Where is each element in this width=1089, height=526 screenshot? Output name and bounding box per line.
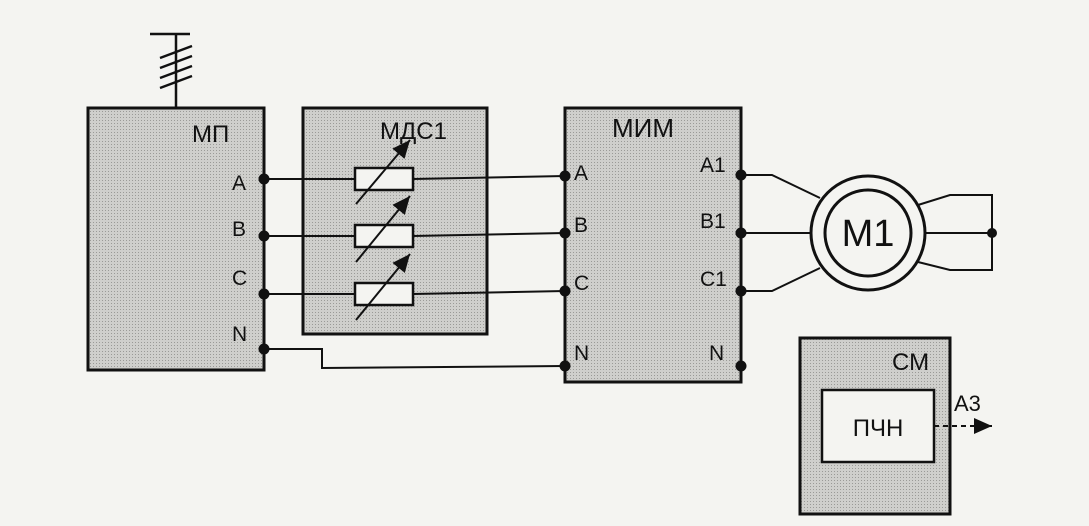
mim-pin-out-a1: A1 xyxy=(700,154,726,177)
block-cm: СМ ПЧН А3 xyxy=(798,336,992,516)
mp-pin-n: N xyxy=(232,323,247,346)
mim-pin-in-c: C xyxy=(574,272,589,295)
block-mp-title: МП xyxy=(192,121,229,148)
mim-pin-in-b: B xyxy=(574,214,588,237)
mim-pin-out-n: N xyxy=(709,342,724,365)
mim-pin-out-c1: C1 xyxy=(700,268,727,291)
mp-pin-a: A xyxy=(232,172,246,195)
mp-pin-b: B xyxy=(232,218,246,241)
variable-resistor-icon xyxy=(353,166,415,307)
mim-pin-in-n: N xyxy=(574,342,589,365)
block-pchn-label: ПЧН xyxy=(853,415,904,442)
mp-pin-c: C xyxy=(232,267,247,290)
block-mim-title: МИМ xyxy=(612,113,674,143)
block-mds1-title: МДС1 xyxy=(380,118,447,145)
mim-pin-in-a: A xyxy=(574,162,588,185)
variable-resistor-arrows xyxy=(355,139,411,321)
motor-m1: М1 xyxy=(809,174,927,292)
terminal-dots xyxy=(258,169,997,372)
motor-label: М1 xyxy=(842,213,895,255)
block-mp: МП A B C N xyxy=(86,106,266,372)
block-pchn xyxy=(820,388,936,464)
wires-motor xyxy=(741,174,993,292)
mim-pin-out-b1: B1 xyxy=(700,210,726,233)
block-cm-title: СМ xyxy=(892,349,929,376)
antenna-icon xyxy=(150,32,193,108)
wires-phase xyxy=(264,175,566,370)
output-label-a3: А3 xyxy=(954,391,981,416)
block-mim: МИМ A B C N A1 B1 C1 N xyxy=(563,106,743,384)
